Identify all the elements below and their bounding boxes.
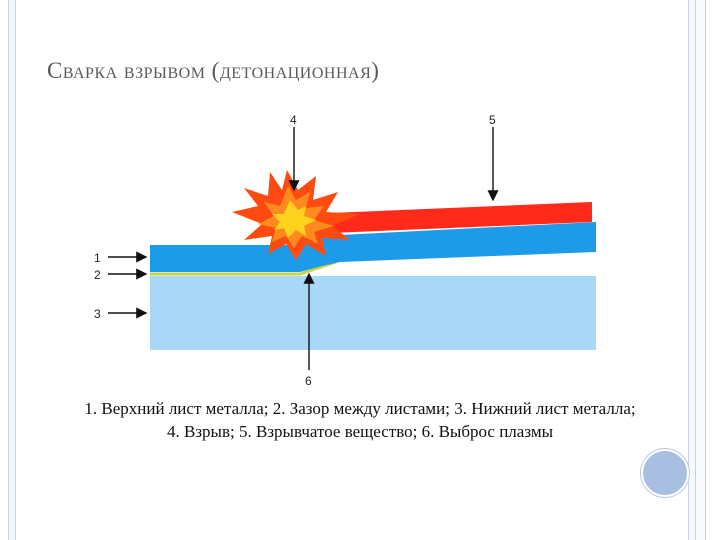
label-1: 1 — [94, 251, 101, 265]
diagram-caption: 1. Верхний лист металла; 2. Зазор между … — [20, 397, 700, 443]
slide-title: Сварка взрывом (детонационная) — [47, 58, 380, 83]
label-5: 5 — [489, 113, 496, 127]
label-4: 4 — [290, 113, 297, 127]
slide-frame-right-line — [695, 0, 696, 540]
label-3: 3 — [94, 307, 101, 321]
top-sheet — [150, 222, 596, 272]
caption-line-1: 1. Верхний лист металла; 2. Зазор между … — [84, 399, 636, 418]
label-2: 2 — [94, 268, 101, 282]
slide-frame-left — [8, 0, 16, 540]
circle-button-icon[interactable] — [641, 449, 689, 497]
explosive-layer — [330, 202, 592, 233]
bottom-sheet — [150, 276, 596, 350]
gap-layer — [150, 260, 337, 276]
caption-line-2: 4. Взрыв; 5. Взрывчатое вещество; 6. Выб… — [167, 422, 553, 441]
explosion-burst-icon — [232, 170, 360, 260]
slide-frame-right — [688, 0, 706, 540]
label-6: 6 — [305, 374, 312, 388]
